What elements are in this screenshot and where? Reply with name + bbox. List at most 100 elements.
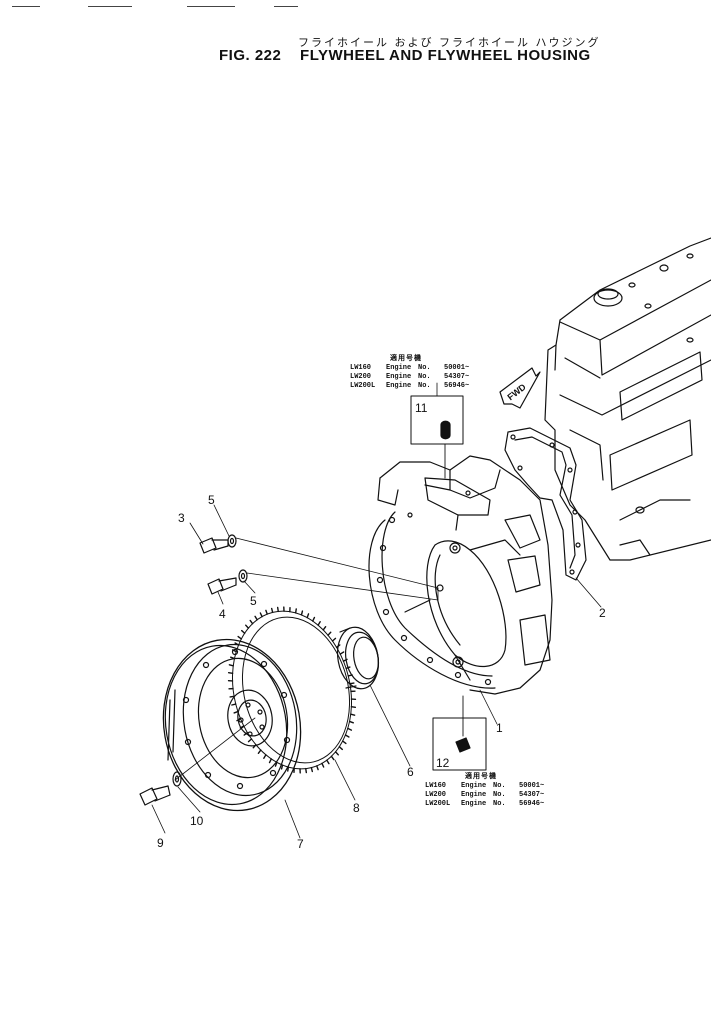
gear-tooth	[331, 637, 337, 642]
model: LW160	[350, 364, 372, 372]
gear-tooth	[300, 610, 304, 616]
scan-mark	[187, 6, 235, 7]
gear-tooth	[270, 607, 274, 614]
scan-mark	[88, 6, 132, 7]
engine-label: Engine	[461, 800, 487, 808]
figure-title: FIG. 222 FLYWHEEL AND FLYWHEEL HOUSING	[219, 47, 591, 64]
callout-5a: 5	[208, 493, 215, 507]
callout-11: 11	[415, 401, 428, 415]
gear-tooth	[321, 762, 325, 768]
gear-tooth	[344, 734, 350, 738]
engine-label: Engine	[386, 364, 412, 372]
flywheel	[162, 638, 302, 812]
forward-arrow-icon: FWD	[499, 367, 541, 409]
gear-tooth	[305, 767, 308, 774]
gear-tooth	[274, 761, 278, 767]
gear-tooth	[334, 751, 339, 756]
no-label: No.	[493, 800, 506, 808]
gear-tooth	[294, 608, 297, 614]
gear-tooth	[342, 658, 348, 662]
scan-mark	[274, 6, 298, 7]
gear-tooth	[350, 713, 356, 716]
gear-tooth	[228, 664, 234, 667]
figure-number: FIG. 222	[219, 47, 282, 64]
serial: 50001~	[444, 364, 470, 372]
gear-tooth	[317, 621, 321, 626]
gear-tooth	[254, 615, 258, 621]
gear-tooth	[227, 671, 234, 674]
flywheel-housing	[368, 455, 553, 695]
no-label: No.	[493, 782, 506, 790]
model: LW200L	[425, 800, 451, 808]
gear-tooth	[231, 703, 237, 706]
assembly-lines	[174, 537, 439, 781]
callout-9: 9	[157, 836, 164, 850]
gear-tooth	[322, 625, 327, 631]
gear-tooth	[312, 616, 316, 622]
applicability-row: LW200L Engine No. 56946~	[425, 800, 544, 809]
gear-tooth	[347, 674, 353, 677]
gear-tooth	[310, 766, 314, 773]
callout-5b: 5	[250, 594, 257, 608]
gear-tooth	[338, 746, 344, 751]
gear-tooth	[237, 635, 243, 640]
gear-tooth	[341, 740, 347, 745]
callout-10: 10	[190, 814, 204, 828]
washer-part-5b	[238, 569, 248, 583]
gear-tooth	[345, 666, 351, 670]
model: LW160	[425, 782, 447, 790]
gear-tooth	[259, 612, 263, 618]
model: LW200L	[350, 382, 376, 390]
gear-tooth	[348, 720, 355, 724]
oil-seal	[336, 626, 380, 690]
housing-gasket	[504, 427, 587, 581]
no-label: No.	[418, 373, 431, 381]
plug-part-11	[410, 382, 464, 479]
bolt-part-9	[139, 785, 171, 806]
engine-label: Engine	[461, 791, 487, 799]
callout-3: 3	[178, 511, 185, 525]
no-label: No.	[418, 382, 431, 390]
gear-tooth	[233, 710, 239, 714]
callout-7: 7	[297, 837, 304, 851]
callout-6: 6	[407, 765, 414, 779]
gear-tooth	[330, 755, 335, 761]
gear-tooth	[276, 606, 279, 613]
callout-1: 1	[496, 721, 503, 735]
gear-tooth	[306, 613, 310, 619]
gear-tooth	[257, 749, 262, 755]
gear-tooth	[349, 682, 355, 685]
gear-tooth	[339, 651, 345, 655]
scan-mark	[12, 6, 40, 7]
washer-part-10	[172, 771, 182, 787]
gear-tooth	[240, 629, 246, 634]
gear-tooth	[268, 758, 272, 764]
plug-part-12	[432, 695, 487, 771]
gear-tooth	[316, 765, 319, 771]
title-japanese: フライホイール および フライホイール ハウジング	[298, 36, 601, 49]
serial: 54307~	[444, 373, 470, 381]
gear-tooth	[347, 727, 353, 731]
applicability-header: 適用号機	[465, 773, 497, 781]
serial: 56946~	[519, 800, 545, 808]
model: LW200	[425, 791, 447, 799]
callout-2: 2	[599, 606, 606, 620]
gear-tooth	[265, 609, 268, 615]
model: LW200	[350, 373, 372, 381]
gear-tooth	[350, 706, 357, 709]
callout-8: 8	[353, 801, 360, 815]
applicability-header: 適用号機	[390, 355, 422, 363]
gear-tooth	[280, 764, 284, 770]
engine-label: Engine	[461, 782, 487, 790]
gear-tooth	[263, 754, 267, 759]
gear-tooth	[245, 624, 250, 629]
serial: 54307~	[519, 791, 545, 799]
